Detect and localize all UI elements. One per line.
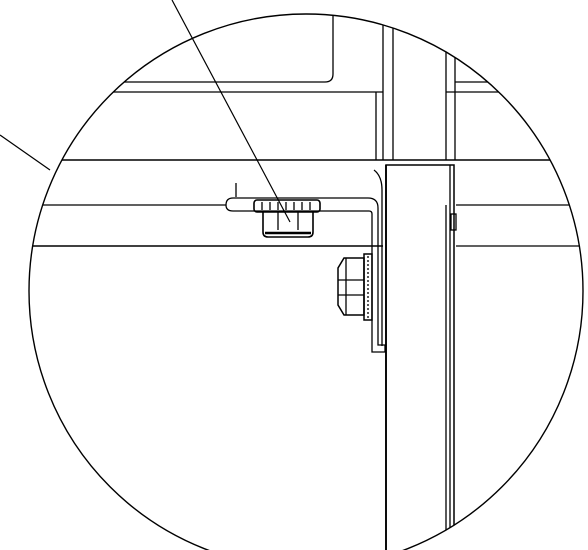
angle-bracket xyxy=(225,183,386,353)
hex-bolt xyxy=(337,257,365,316)
upper-frame xyxy=(60,14,583,160)
horizontal-rail xyxy=(29,159,583,247)
leader-line-left xyxy=(0,134,51,171)
leader-line-top xyxy=(171,0,291,223)
washer xyxy=(363,253,373,321)
vertical-post xyxy=(373,164,457,550)
detail-circle xyxy=(28,13,584,550)
nut-fastener xyxy=(253,199,321,238)
